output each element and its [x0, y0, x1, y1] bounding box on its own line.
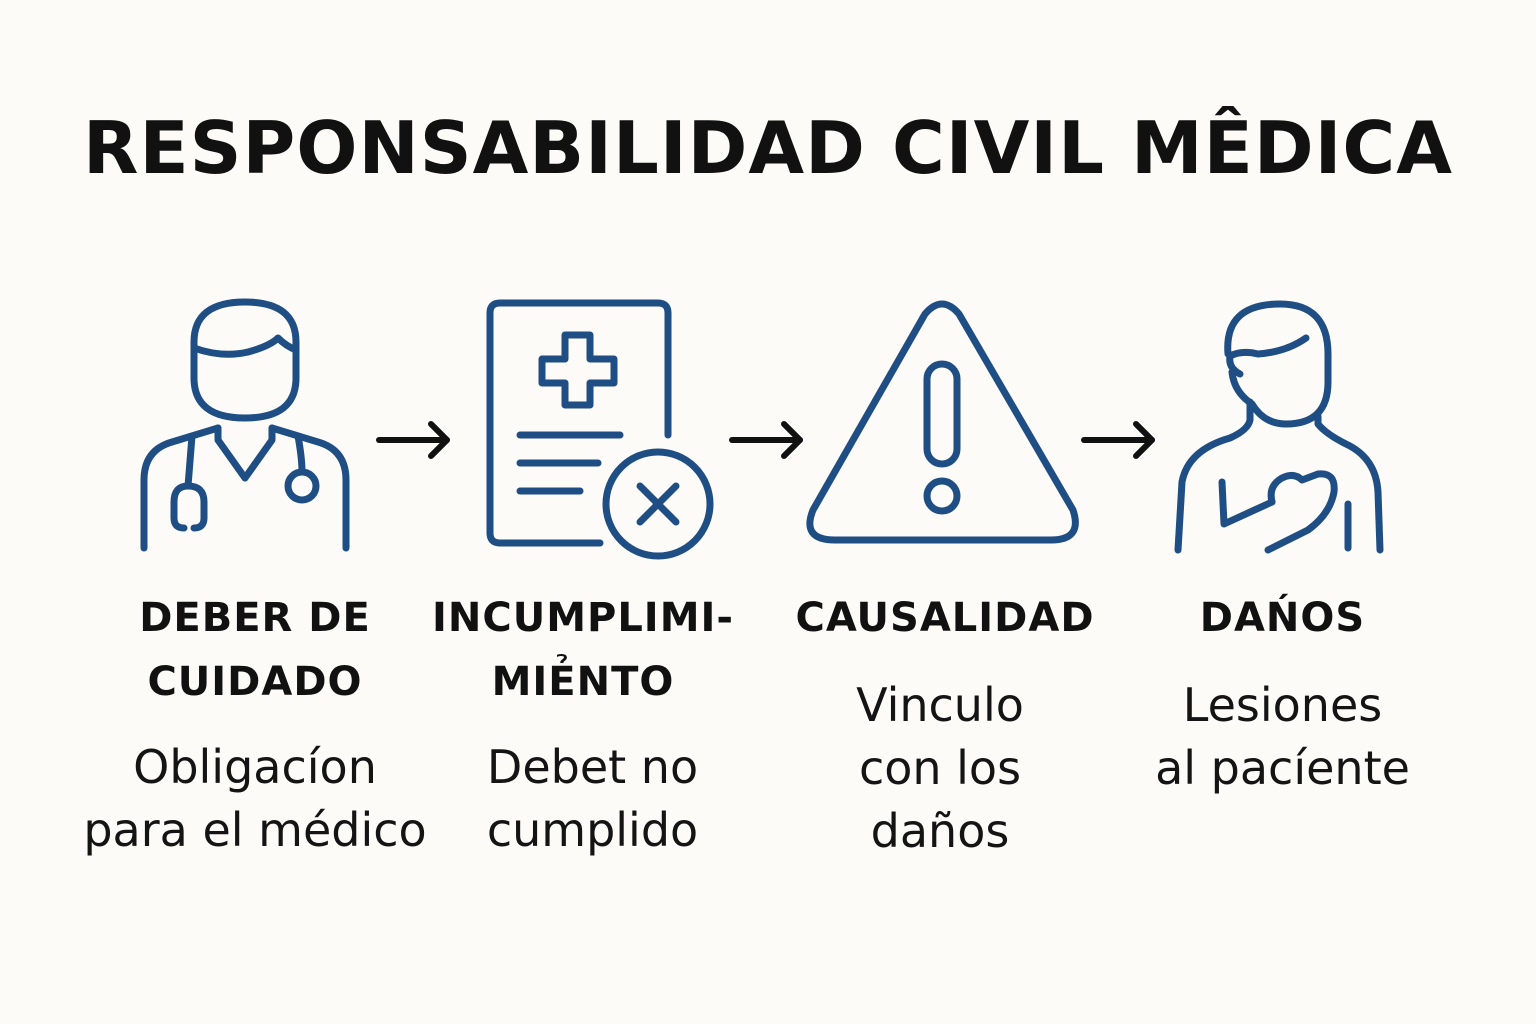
medical-document-rejected-icon	[480, 295, 725, 565]
step-title-deber-de-cuidado: DEBER DE CUIDADO	[100, 586, 410, 714]
step-desc-line: Vinculo	[856, 678, 1024, 732]
step-desc-line: cumplido	[486, 803, 699, 857]
step-title-line: MIẺNTO	[491, 659, 675, 705]
step-title-line: CUIDADO	[147, 659, 363, 705]
flow-arrow-1	[375, 420, 455, 460]
step-title-line: INCUMPLIMI-	[432, 595, 734, 641]
step-desc-danos: Lesiones al pacíente	[1125, 674, 1440, 800]
step-title-danos: DAŃOS	[1130, 586, 1435, 650]
step-desc-line: Debet no	[486, 740, 699, 794]
step-title-line: CAUSALIDAD	[795, 595, 1095, 641]
step-desc-line: con los	[858, 741, 1022, 795]
injured-patient-icon	[1168, 292, 1393, 557]
step-desc-line: Obligacíon	[133, 740, 377, 794]
flow-arrow-2	[728, 420, 808, 460]
doctor-with-stethoscope-icon	[130, 290, 360, 560]
flow-arrow-3	[1080, 420, 1160, 460]
step-title-incumplimiento: INCUMPLIMI- MIẺNTO	[418, 586, 748, 714]
step-title-line: DAŃOS	[1199, 595, 1366, 641]
step-desc-line: al pacíente	[1155, 741, 1410, 795]
step-desc-incumplimiento: Debet no cumplido	[440, 736, 745, 862]
step-desc-deber-de-cuidado: Obligacíon para el médico	[60, 736, 450, 862]
step-desc-line: daños	[870, 804, 1010, 858]
step-desc-line: Lesiones	[1182, 678, 1383, 732]
step-desc-causalidad: Vinculo con los daños	[790, 674, 1090, 863]
step-title-causalidad: CAUSALIDAD	[780, 586, 1110, 650]
step-desc-line: para el médico	[83, 803, 427, 857]
page-title: RESPONSABILIDAD CIVIL MÊDICA	[83, 106, 1453, 190]
warning-triangle-icon	[805, 298, 1080, 548]
step-title-line: DEBER DE	[139, 595, 371, 641]
